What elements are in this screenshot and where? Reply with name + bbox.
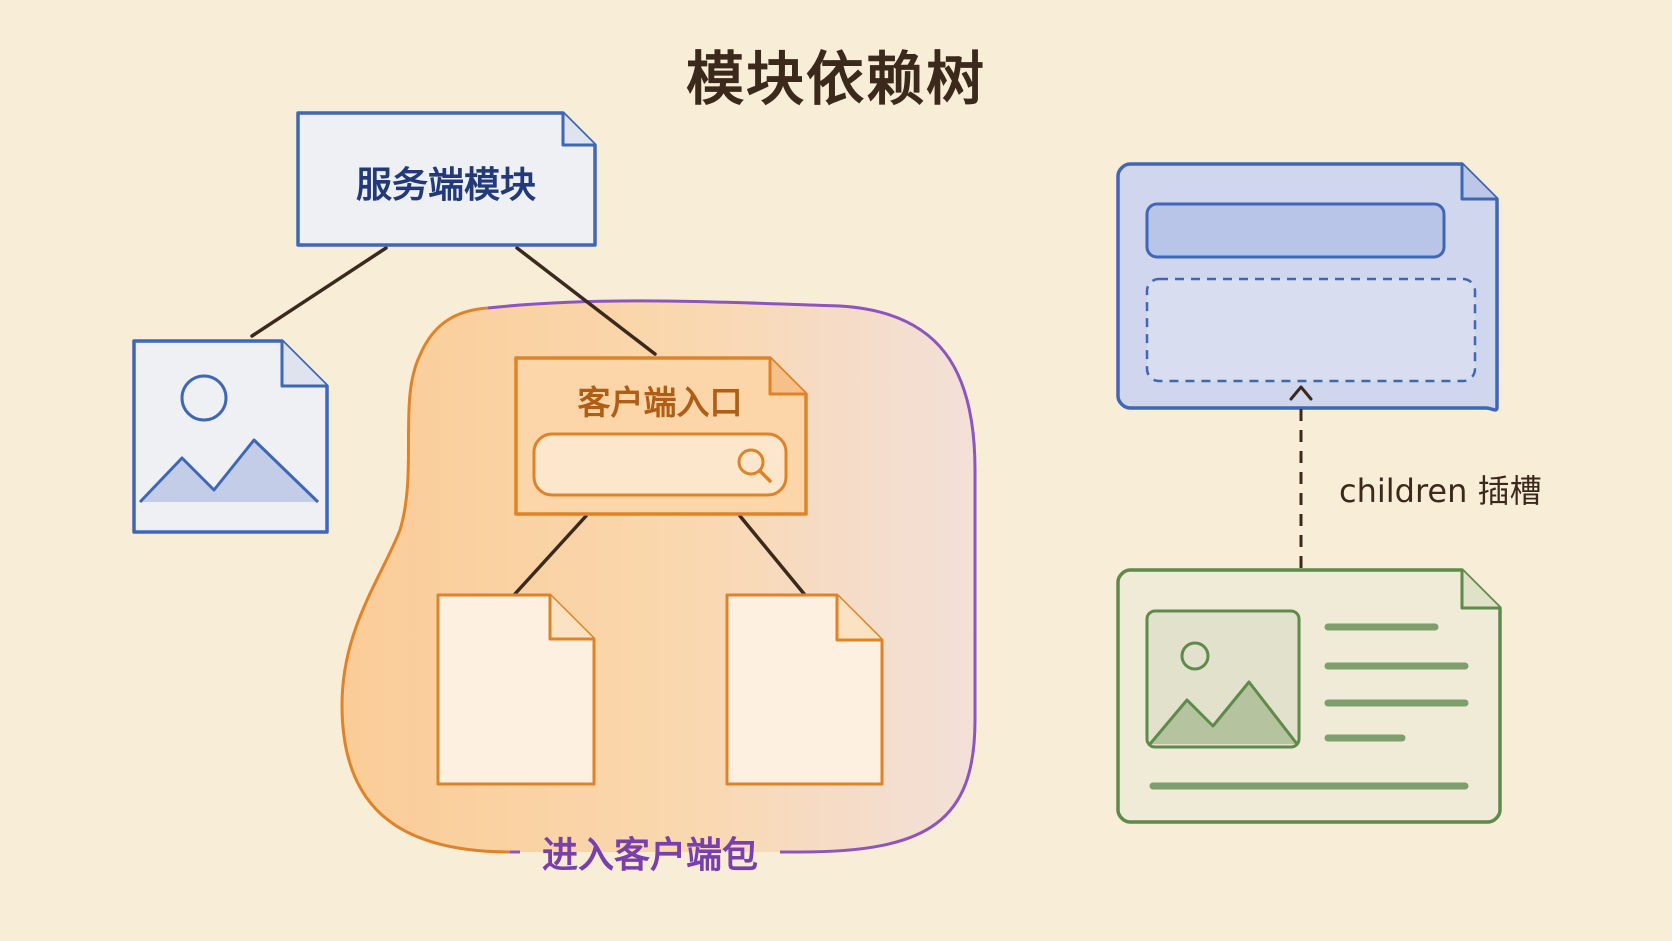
client-entry-card <box>514 356 808 516</box>
edge-entry-to-right-file <box>738 514 807 597</box>
edge-server-to-image <box>250 246 388 338</box>
sun-icon <box>180 374 228 422</box>
search-bar-shape <box>532 432 788 497</box>
content-text-lines <box>1149 623 1469 790</box>
image-file-card <box>132 339 329 534</box>
tree-connectors <box>250 246 807 597</box>
server-module-card <box>296 111 597 247</box>
mountain-icon <box>140 440 318 502</box>
client-file-left <box>436 593 596 786</box>
children-slot-area <box>1145 277 1477 383</box>
server-module-label: 服务端模块 <box>356 165 536 206</box>
search-icon <box>737 448 765 476</box>
sun-icon <box>1180 641 1210 671</box>
client-bundle-label: 进入客户端包 <box>542 835 758 876</box>
arrow-up-icon <box>1289 385 1313 401</box>
client-file-right <box>725 593 884 786</box>
diagram-title: 模块依赖树 <box>685 45 986 113</box>
edge-entry-to-left-file <box>512 514 588 597</box>
edge-server-to-client-entry <box>515 246 657 356</box>
layout-card <box>1116 162 1499 412</box>
client-entry-label: 客户端入口 <box>578 383 743 422</box>
layout-header-bar <box>1145 202 1446 259</box>
slot-arrow <box>1289 385 1313 568</box>
children-slot-label: children 插槽 <box>1339 472 1542 510</box>
content-card <box>1116 568 1502 824</box>
